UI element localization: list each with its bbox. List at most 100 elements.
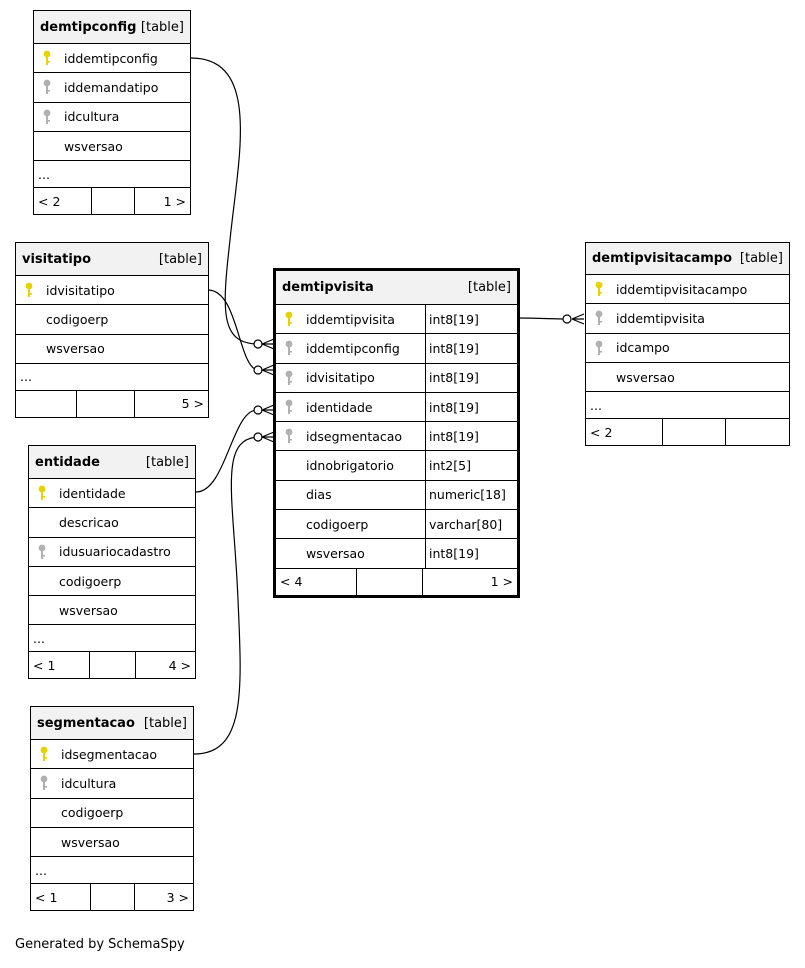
column-row[interactable]: wsversao <box>16 335 208 364</box>
column-row[interactable]: wsversao <box>34 132 190 162</box>
column-row[interactable]: descricao <box>29 508 195 538</box>
column-name: codigoerp <box>306 516 369 532</box>
column-row[interactable]: codigoerp <box>16 305 208 335</box>
parents-count[interactable]: < 2 <box>38 193 61 209</box>
column-row[interactable]: identidade int8[19] <box>276 392 517 423</box>
column-name-cell: wsversao <box>16 335 208 363</box>
column-name-cell: codigoerp <box>16 305 208 333</box>
column-name: dias <box>306 487 332 503</box>
foreign-key-icon <box>282 428 296 444</box>
column-name: iddemtipconfig <box>64 50 158 66</box>
column-row[interactable]: idvisitatipo <box>16 276 208 306</box>
column-row[interactable]: wsversao <box>586 363 789 393</box>
parents-count[interactable] <box>16 391 76 417</box>
column-name: identidade <box>306 399 373 415</box>
column-row[interactable]: identidade <box>29 479 195 509</box>
column-row[interactable]: codigoerp <box>31 799 193 828</box>
table-header: entidade [table] <box>29 446 195 479</box>
foreign-key-icon <box>35 544 49 560</box>
children-count[interactable]: 5 > <box>181 396 204 412</box>
column-row[interactable]: idvisitatipo int8[19] <box>276 363 517 393</box>
column-name-cell: idusuariocadastro <box>29 538 195 566</box>
column-name-cell: descricao <box>29 508 195 536</box>
column-name-cell: wsversao <box>276 539 425 567</box>
column-name-cell: idsegmentacao <box>276 422 425 450</box>
edge-demtipvisita-demtipvisitacampo <box>513 317 567 320</box>
primary-key-icon <box>592 281 606 297</box>
table-name: entidade <box>35 454 100 470</box>
column-name: iddemtipvisita <box>306 311 395 327</box>
column-name-cell: iddemandatipo <box>34 73 190 101</box>
table-header: demtipconfig [table] <box>34 11 190 44</box>
column-row[interactable]: idnobrigatorio int2[5] <box>276 451 517 481</box>
parents-count[interactable]: < 1 <box>33 657 56 673</box>
column-name-cell: iddemtipvisitacampo <box>586 275 789 303</box>
children-count[interactable]: 3 > <box>166 889 189 905</box>
column-row[interactable]: idcultura <box>31 769 193 799</box>
primary-key-icon <box>282 311 296 327</box>
column-row[interactable]: codigoerp <box>29 567 195 597</box>
column-name: idvisitatipo <box>46 282 115 298</box>
column-row[interactable]: iddemandatipo <box>34 73 190 103</box>
column-row[interactable]: idsegmentacao <box>31 740 193 770</box>
parents-count[interactable]: < 2 <box>590 424 613 440</box>
primary-key-icon <box>40 50 54 66</box>
children-count[interactable]: 1 > <box>163 193 186 209</box>
primary-key-icon <box>22 282 36 298</box>
table-demtipvisitacampo[interactable]: demtipvisitacampo [table] iddemtipvisita… <box>585 242 790 447</box>
footer-spacer <box>356 568 423 595</box>
column-name-cell: identidade <box>276 393 425 421</box>
column-name-cell: idcampo <box>586 334 789 362</box>
column-row[interactable]: idcultura <box>34 103 190 132</box>
column-row[interactable]: wsversao <box>31 828 193 858</box>
column-row[interactable]: iddemtipvisitacampo <box>586 275 789 305</box>
foreign-key-icon <box>40 109 54 125</box>
children-count[interactable]: 1 > <box>490 574 513 590</box>
column-name: idusuariocadastro <box>59 544 171 560</box>
column-type: int8[19] <box>425 392 517 422</box>
column-type: int2[5] <box>425 451 517 480</box>
column-name: idcampo <box>616 340 670 356</box>
column-name-cell: codigoerp <box>276 510 425 538</box>
column-name: wsversao <box>61 834 120 850</box>
parents-count[interactable]: < 1 <box>35 889 58 905</box>
column-row[interactable]: idcampo <box>586 334 789 363</box>
column-name: iddemandatipo <box>64 79 159 95</box>
column-name: idnobrigatorio <box>306 458 394 474</box>
column-name-cell: iddemtipconfig <box>34 44 190 72</box>
column-name-cell: iddemtipvisita <box>276 305 425 333</box>
edge-entidade-demtipvisita <box>195 409 258 493</box>
column-name-cell: idvisitatipo <box>16 276 208 304</box>
column-name-cell: idcultura <box>31 769 193 797</box>
column-name-cell: iddemtipconfig <box>276 334 425 362</box>
column-row[interactable]: wsversao <box>29 596 195 626</box>
more-columns: ... <box>29 625 195 653</box>
children-count[interactable] <box>726 419 789 445</box>
table-name: demtipvisita <box>282 280 374 295</box>
column-type: int8[19] <box>425 422 517 451</box>
column-name-cell: wsversao <box>34 132 190 160</box>
column-type: int8[19] <box>425 363 517 392</box>
column-row[interactable]: idusuariocadastro <box>29 538 195 567</box>
parents-count[interactable]: < 4 <box>280 574 303 590</box>
table-demtipconfig[interactable]: demtipconfig [table] iddemtipconfig iddem… <box>33 10 191 216</box>
column-name: wsversao <box>46 341 105 357</box>
footer-spacer <box>662 419 726 446</box>
column-row[interactable]: iddemtipconfig <box>34 44 190 74</box>
column-row[interactable]: iddemtipvisita <box>586 304 789 334</box>
column-name: idvisitatipo <box>306 370 375 386</box>
primary-key-icon <box>35 485 49 501</box>
more-columns: ... <box>31 857 193 885</box>
edge-demtipconfig-demtipvisita <box>190 57 258 345</box>
children-count[interactable]: 4 > <box>168 657 191 673</box>
